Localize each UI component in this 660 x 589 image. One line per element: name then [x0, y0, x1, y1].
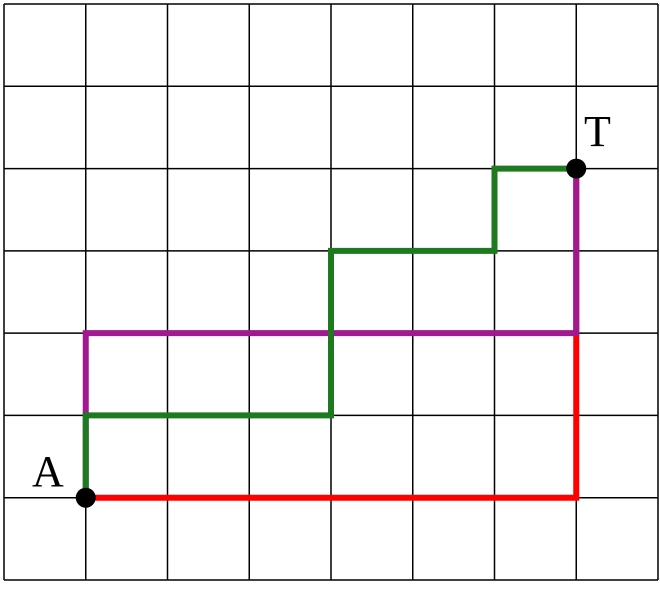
- paths: [82, 165, 580, 501]
- point-label-t: T: [584, 107, 611, 156]
- green-path: [82, 165, 577, 498]
- points: [75, 158, 587, 508]
- point-a: [75, 487, 96, 508]
- point-t: [566, 158, 587, 179]
- point-label-a: A: [32, 447, 64, 496]
- labels: A T: [32, 107, 611, 496]
